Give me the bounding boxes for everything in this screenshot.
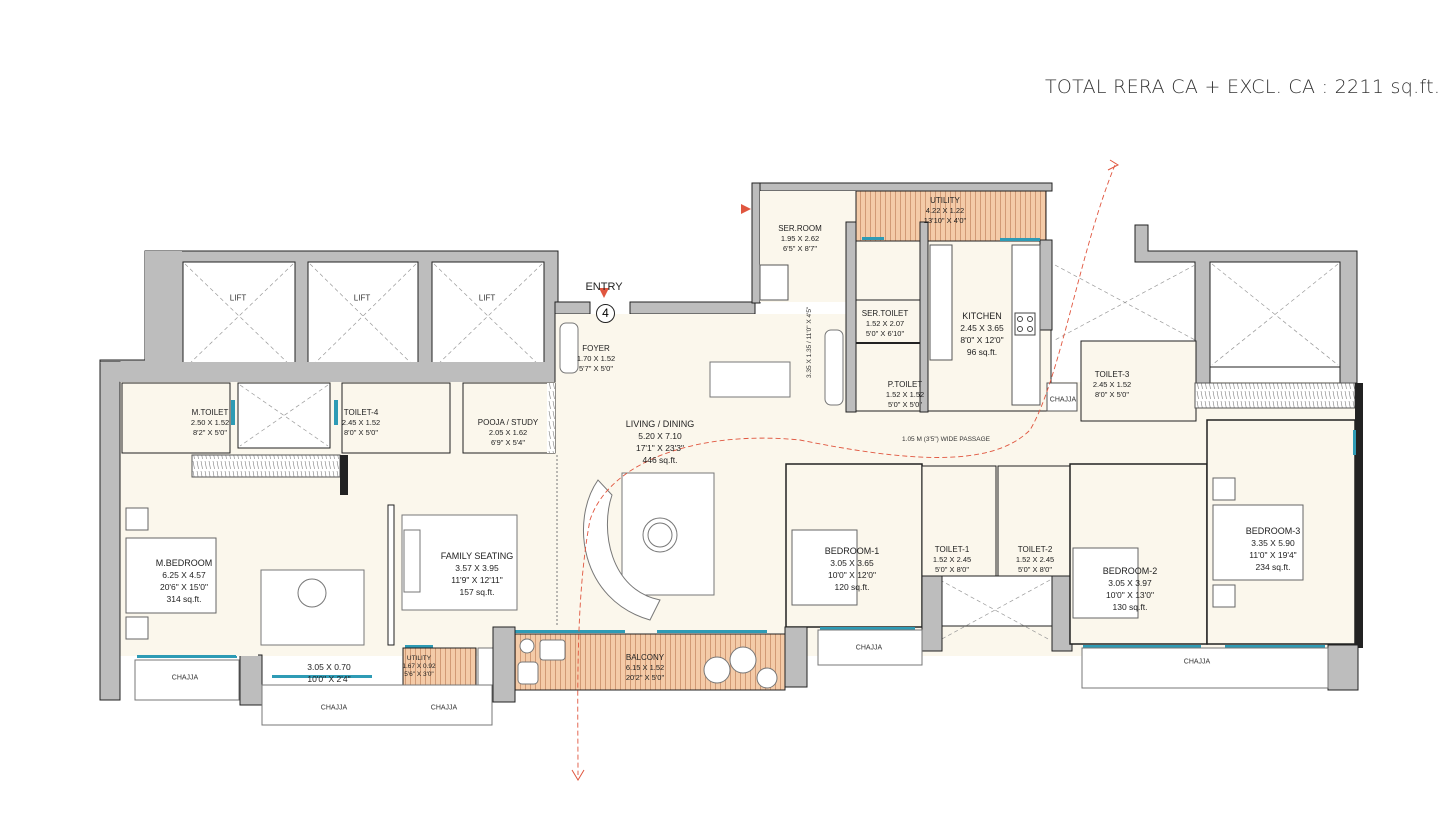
lift-label-1: LIFT [229,293,247,303]
entry-number-badge: 4 [596,304,615,323]
lift-label-2: LIFT [353,293,371,303]
chajja-label-4: CHAJJA [855,644,883,652]
entry-label: ENTRY [585,281,623,293]
passage-width-label: 1.05 M (3'5") WIDE PASSAGE [902,436,990,443]
chajja-label-3: CHAJJA [430,704,458,712]
chajja-label-1: CHAJJA [171,674,199,682]
chajja-label-top: CHAJJA [1049,396,1077,404]
lift-label-3: LIFT [478,293,496,303]
chajja-label-2: CHAJJA [320,704,348,712]
lift-shafts [182,261,545,371]
total-area-title: TOTAL RERA CA + EXCL. CA : 2211 sq.ft. [1045,76,1441,98]
dining-table-dimension: 3.35 X 1.35 / 11'0" X 4'5" [806,306,813,378]
chajja-label-5: CHAJJA [1183,658,1211,666]
